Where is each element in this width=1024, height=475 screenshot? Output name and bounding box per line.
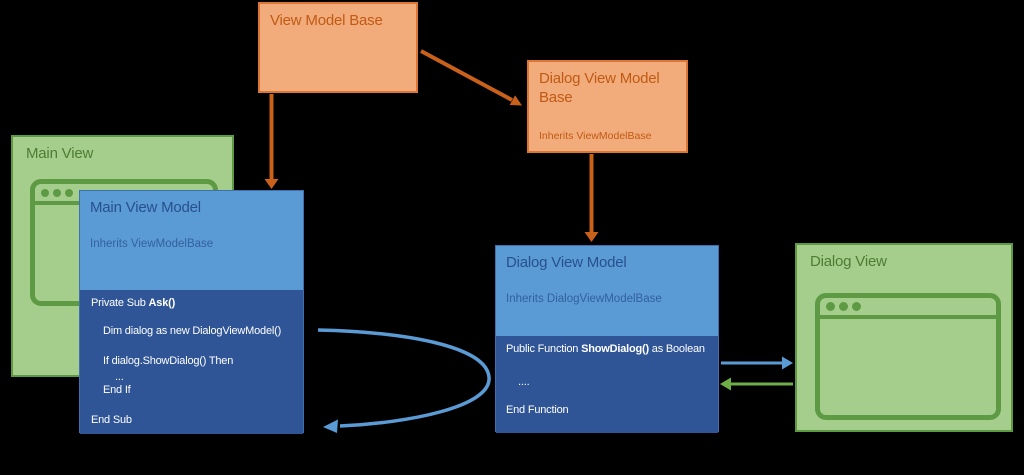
call-loop-arrow-mvm bbox=[317, 328, 491, 433]
code-text: as Boolean bbox=[648, 343, 705, 355]
main-view-model-code-block: Private Sub Ask() Dim dialog as new Dial… bbox=[80, 290, 303, 434]
view-model-base-box: View Model Base bbox=[258, 2, 418, 93]
code-line: End Sub bbox=[91, 414, 303, 427]
code-text: Dim dialog as new DialogViewModel() bbox=[103, 325, 282, 337]
code-text: End Sub bbox=[91, 414, 132, 426]
window-dot bbox=[53, 188, 61, 197]
showdialog-arrow-dvm-to-dv bbox=[721, 356, 793, 370]
code-text: If dialog.ShowDialog() Then bbox=[103, 355, 234, 367]
code-text: ... bbox=[115, 371, 124, 383]
code-line: End If bbox=[91, 384, 303, 397]
code-line: End Function bbox=[506, 404, 718, 417]
dialog-view-model-box: Dialog View Model Inherits DialogViewMod… bbox=[495, 245, 719, 433]
code-text: End Function bbox=[506, 404, 569, 416]
main-view-model-box: Main View Model Inherits ViewModelBase P… bbox=[79, 190, 304, 434]
dialog-view-box: Dialog View bbox=[795, 243, 1013, 432]
dialog-view-model-header: Dialog View Model Inherits DialogViewMod… bbox=[496, 246, 718, 336]
main-view-title: Main View bbox=[26, 145, 94, 162]
dialog-view-model-code-block: Public Function ShowDialog() as Boolean … bbox=[496, 336, 718, 433]
window-dot bbox=[65, 188, 73, 197]
inheritance-arrow-dvmb-to-dvm bbox=[584, 154, 599, 242]
window-icon bbox=[815, 293, 1001, 420]
window-dot bbox=[41, 188, 49, 197]
dialog-view-model-base-box: Dialog View Model Base Inherits ViewMode… bbox=[527, 60, 688, 153]
dialog-view-model-base-title: Dialog View Model Base bbox=[539, 70, 660, 106]
dialog-view-model-title: Dialog View Model bbox=[506, 254, 627, 271]
code-line: ... bbox=[91, 371, 303, 384]
code-text-bold: Ask() bbox=[148, 297, 176, 309]
code-text: .... bbox=[518, 376, 530, 388]
view-model-base-title: View Model Base bbox=[270, 12, 383, 29]
dialog-view-model-base-subtitle: Inherits ViewModelBase bbox=[539, 130, 652, 142]
code-text: Public Function bbox=[506, 343, 582, 355]
code-line: Dim dialog as new DialogViewModel() bbox=[91, 325, 303, 338]
main-view-model-header: Main View Model Inherits ViewModelBase bbox=[80, 191, 303, 290]
inheritance-arrow-vmb-to-dvmb bbox=[420, 49, 522, 106]
main-view-model-title: Main View Model bbox=[90, 199, 201, 216]
code-text: End If bbox=[103, 384, 131, 396]
window-dot bbox=[826, 302, 835, 311]
window-dot bbox=[839, 302, 848, 311]
dialog-view-title: Dialog View bbox=[810, 253, 887, 270]
code-text-bold: ShowDialog() bbox=[581, 343, 649, 355]
code-text: Private Sub bbox=[91, 297, 149, 309]
dialog-view-model-subtitle: Inherits DialogViewModelBase bbox=[506, 293, 662, 305]
window-titlebar bbox=[820, 298, 996, 319]
inheritance-arrow-vmb-to-mvm bbox=[264, 94, 279, 189]
window-dot bbox=[852, 302, 861, 311]
code-line: Private Sub Ask() bbox=[91, 297, 303, 310]
code-line: .... bbox=[506, 376, 718, 389]
code-line: Public Function ShowDialog() as Boolean bbox=[506, 343, 718, 356]
result-arrow-dv-to-dvm bbox=[720, 377, 793, 391]
main-view-model-subtitle: Inherits ViewModelBase bbox=[90, 238, 214, 250]
code-line: If dialog.ShowDialog() Then bbox=[91, 355, 303, 368]
